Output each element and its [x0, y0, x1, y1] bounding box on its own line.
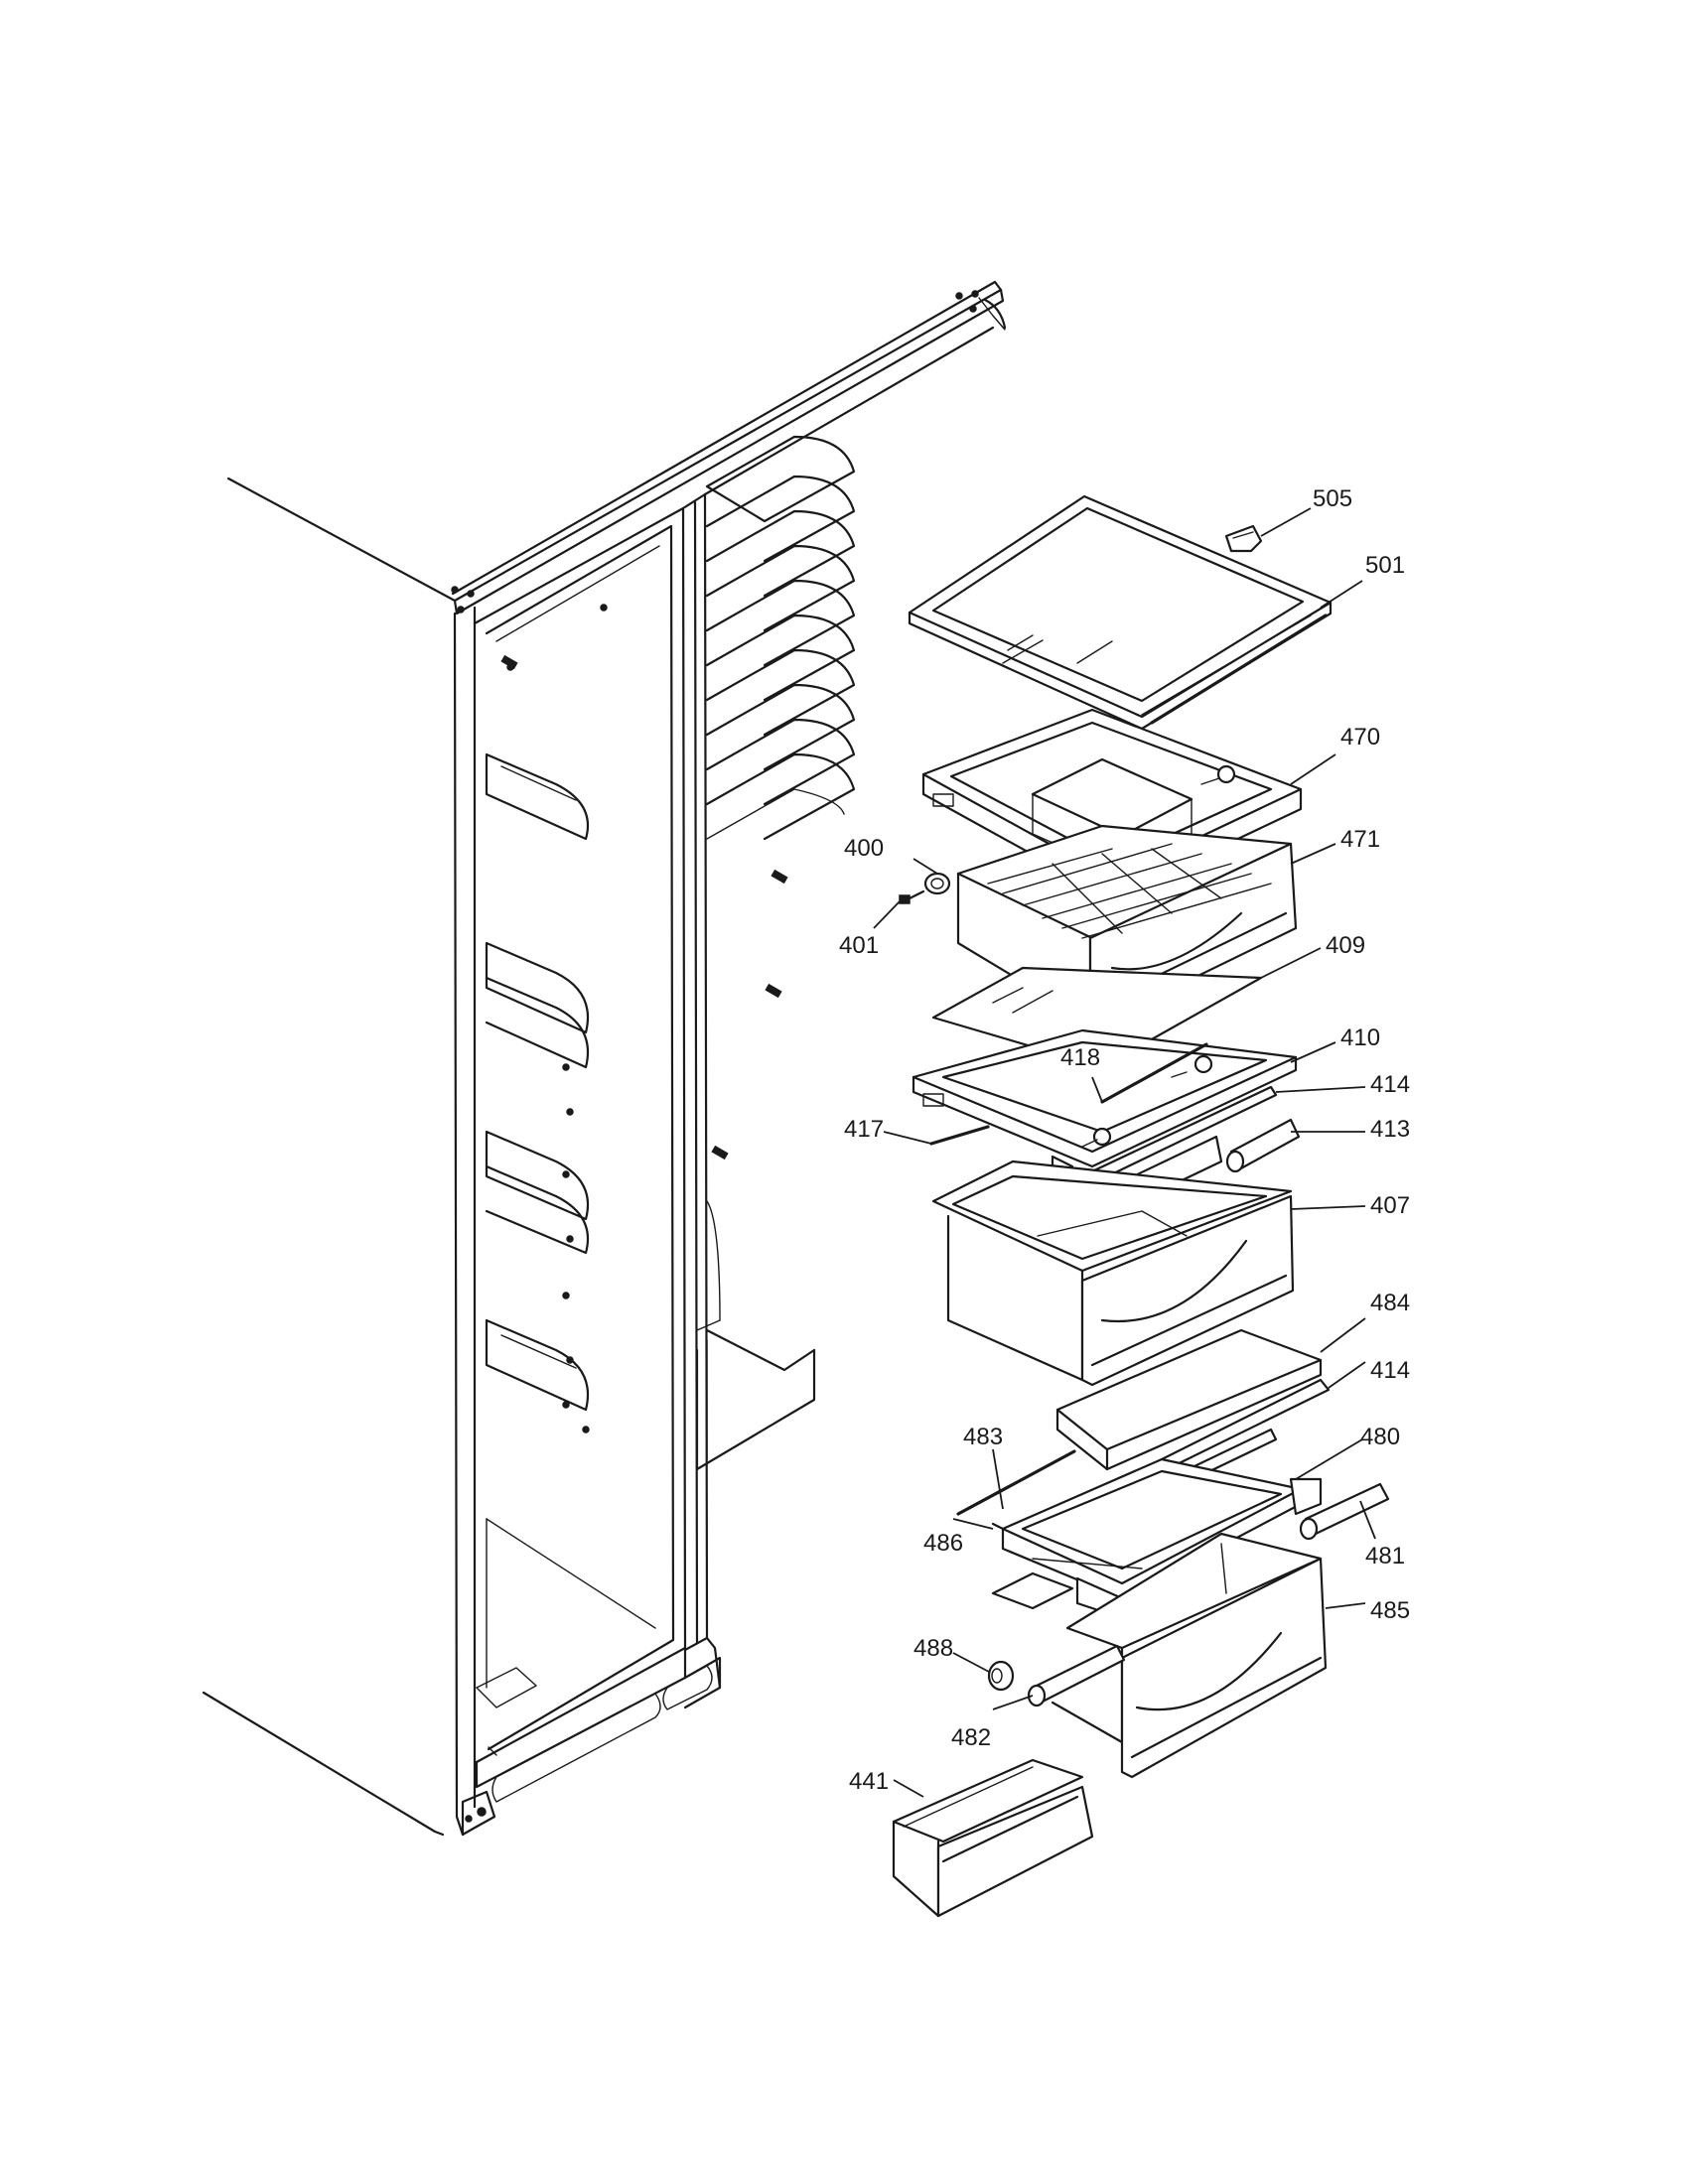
refrigerator-cabinet	[202, 280, 1007, 1837]
part-483-rod	[956, 1449, 1076, 1516]
label-486: 486	[923, 1530, 963, 1557]
label-482: 482	[951, 1724, 991, 1751]
label-417: 417	[844, 1116, 884, 1143]
part-407-drawer	[931, 1160, 1295, 1387]
part-418-rod	[1100, 1042, 1208, 1104]
label-407: 407	[1370, 1192, 1410, 1219]
label-414-lower: 414	[1370, 1357, 1410, 1384]
label-414-upper: 414	[1370, 1071, 1410, 1098]
label-400: 400	[844, 835, 884, 862]
label-413: 413	[1370, 1116, 1410, 1143]
part-441-bin	[892, 1758, 1094, 1918]
part-505-clip	[1224, 524, 1263, 553]
part-484-cover	[1055, 1328, 1323, 1471]
label-484: 484	[1370, 1290, 1410, 1316]
label-471: 471	[1340, 826, 1380, 853]
part-486-rail	[991, 1522, 1005, 1531]
label-488: 488	[913, 1635, 953, 1662]
leader-lines	[873, 507, 1376, 1798]
label-480: 480	[1360, 1424, 1400, 1450]
label-505: 505	[1313, 485, 1352, 512]
part-401-screw	[899, 889, 925, 904]
part-labels: 505 501 470 471 400 401 409 410 418 414 …	[839, 485, 1410, 1795]
label-401: 401	[839, 932, 879, 959]
freezer-shelf-ribs	[705, 435, 856, 841]
part-417-rod	[929, 1125, 990, 1146]
label-483: 483	[963, 1424, 1003, 1450]
part-410-pan-cover	[912, 1028, 1298, 1188]
part-481-roller	[1299, 1482, 1390, 1541]
part-488-cap	[987, 1660, 1015, 1692]
part-482-roller	[1027, 1644, 1126, 1707]
label-485: 485	[1370, 1597, 1410, 1624]
part-485-drawer	[1051, 1532, 1328, 1779]
label-410: 410	[1340, 1024, 1380, 1051]
label-418: 418	[1060, 1044, 1100, 1071]
label-441: 441	[849, 1768, 889, 1795]
label-481: 481	[1365, 1543, 1405, 1570]
label-501: 501	[1365, 552, 1405, 579]
label-470: 470	[1340, 724, 1380, 751]
part-413-roller	[1225, 1118, 1301, 1173]
label-409: 409	[1326, 932, 1365, 959]
part-470-pan-frame	[921, 708, 1303, 900]
part-400-cover-knob	[923, 872, 951, 895]
part-501-glass-shelf	[908, 494, 1333, 731]
